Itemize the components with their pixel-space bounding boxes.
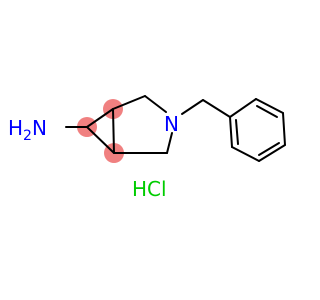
bond-ar1: [229, 98, 257, 118]
bond-ar-double1: [256, 105, 278, 118]
amine-n: N: [32, 116, 47, 140]
bond-ch2-ph: [202, 99, 231, 118]
bond-ar-double3: [235, 119, 239, 145]
bonds: [65, 95, 286, 162]
bond-c6-c5: [86, 126, 115, 154]
amine-subscript: 2: [23, 128, 32, 144]
bond-c1-c5: [112, 108, 115, 154]
amine-h: H: [8, 116, 23, 140]
amine-label: H2N: [8, 116, 47, 144]
bond-c2-n3: [144, 95, 167, 113]
bond-ar2: [255, 98, 284, 114]
atom-labels: H2N N HCl: [8, 112, 179, 201]
salt-hcl-label: HCl: [132, 177, 167, 201]
bond-n3-ch2: [181, 99, 204, 115]
bond-c4-n3: [166, 132, 173, 154]
bond-ar3: [282, 112, 286, 146]
bond-ar5: [231, 146, 260, 162]
ring-nitrogen: N: [164, 112, 179, 136]
molecule-structure: H2N N HCl: [8, 95, 286, 201]
bond-c6-c1: [86, 108, 114, 128]
bond-ar6: [229, 116, 233, 148]
bond-c1-c2: [112, 95, 146, 110]
bond-ar-double2: [258, 142, 280, 156]
bond-ar4: [258, 144, 286, 162]
